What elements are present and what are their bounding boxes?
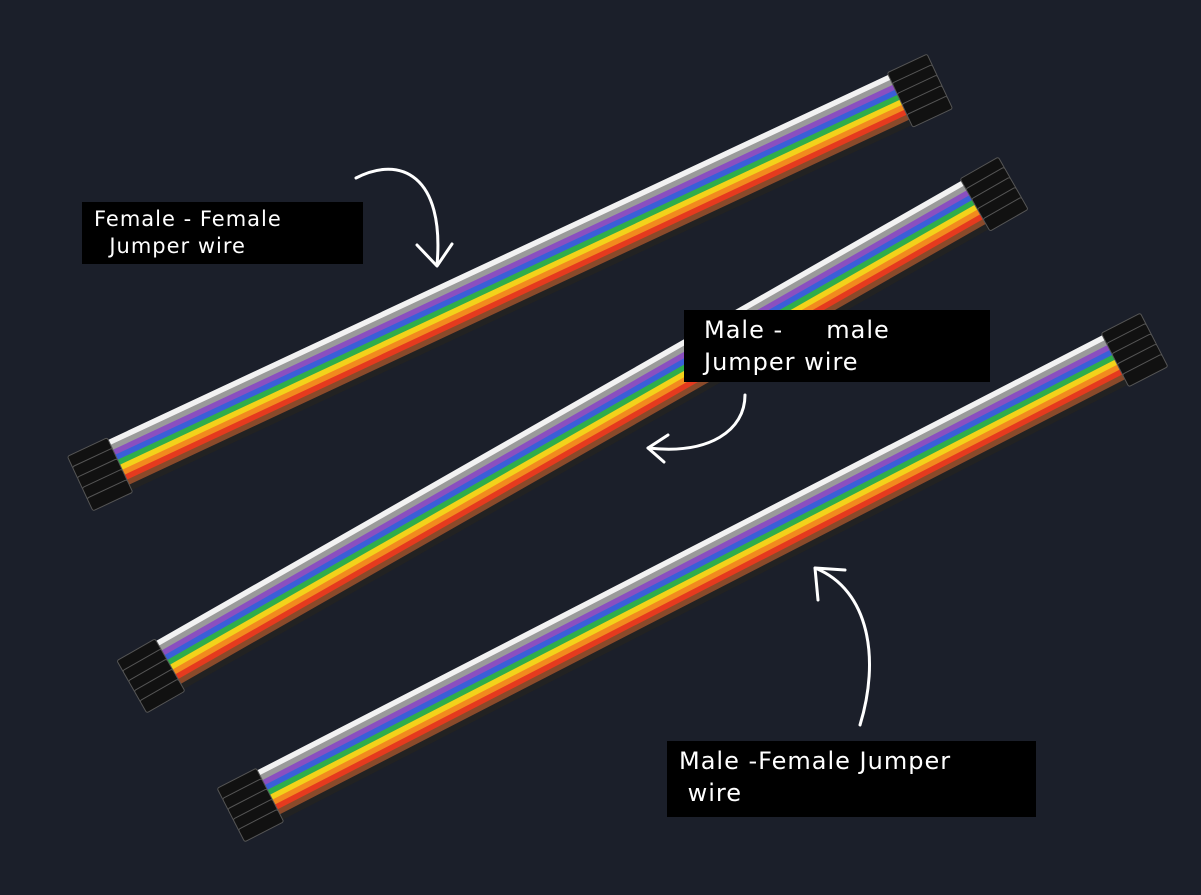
- male-male-ribbon-end-connector: [983, 197, 1028, 231]
- female-female-ribbon-wire-stripe: [118, 99, 905, 471]
- female-female-ribbon-start-connector: [87, 479, 133, 511]
- female-female-ribbon-wire-stripe: [108, 79, 895, 451]
- label-male-male-line1: Male - male: [704, 316, 890, 344]
- label-male-female: Male -Female Jumper wire: [667, 741, 1036, 817]
- male-female-ribbon-wire-stripe: [268, 359, 1120, 801]
- male-male-ribbon-wire-stripe: [168, 204, 980, 671]
- male-female-ribbon-wire-stripe: [270, 364, 1122, 806]
- female-female-ribbon-wire-stripe: [111, 84, 898, 456]
- arrow-male-male-head: [646, 433, 670, 464]
- label-female-female: Female - Female Jumper wire: [82, 202, 363, 264]
- male-female-ribbon-wire-stripe: [265, 354, 1117, 796]
- arrow-male-female-head: [813, 566, 847, 602]
- male-male-ribbon-wire-stripe: [171, 209, 983, 676]
- female-female-ribbon-wire-stripe: [125, 114, 912, 486]
- female-female-ribbon-wire-stripe: [113, 89, 900, 461]
- male-male-ribbon-wire-stripe: [157, 185, 969, 652]
- label-male-male: Male - male Jumper wire: [684, 310, 990, 382]
- male-female-ribbon-wire-stripe: [275, 374, 1127, 816]
- male-female-ribbon-wire-stripe: [263, 349, 1115, 791]
- male-male-ribbon-wire-stripe: [179, 223, 991, 690]
- female-female-ribbon-wire-stripe: [122, 109, 909, 481]
- male-male-ribbon-wire-stripe: [173, 213, 985, 680]
- male-male-ribbon-wire-stripe: [162, 194, 974, 661]
- male-male-ribbon-wire-stripe: [176, 218, 988, 685]
- male-female-ribbon-wire-stripe: [273, 369, 1125, 811]
- arrow-female-female-head: [415, 242, 454, 268]
- male-female-ribbon-start-connector: [238, 809, 284, 842]
- male-male-ribbon-wire-stripe: [154, 180, 966, 647]
- male-female-ribbon-wire-stripe: [278, 378, 1130, 821]
- male-male-ribbon-wire-stripe: [165, 199, 977, 666]
- label-female-female-line1: Female - Female: [94, 207, 282, 231]
- male-female-ribbon-wire-stripe: [258, 339, 1110, 781]
- label-female-female-line2: Jumper wire: [94, 234, 246, 258]
- female-female-ribbon-wire-stripe: [120, 104, 907, 476]
- male-female-ribbon-end-connector: [1122, 354, 1168, 387]
- male-male-ribbon-start-connector: [140, 679, 185, 713]
- female-female-ribbon-wire-stripe: [115, 94, 902, 466]
- female-female-ribbon-wire-stripe: [106, 74, 893, 446]
- label-male-male-line2: Jumper wire: [704, 348, 859, 376]
- female-female-ribbon-wire-stripe: [127, 119, 914, 491]
- male-female-ribbon-wire-stripe: [255, 334, 1107, 777]
- male-female-ribbon-wire-stripe: [260, 344, 1112, 786]
- label-male-female-line2: wire: [679, 779, 743, 807]
- arrow-male-male: [646, 393, 747, 451]
- female-female-ribbon-end-connector: [906, 96, 953, 128]
- male-male-ribbon-wire-stripe: [160, 190, 972, 657]
- label-male-female-line1: Male -Female Jumper: [679, 747, 952, 775]
- arrow-female-female: [354, 167, 440, 267]
- arrow-male-female: [813, 566, 871, 727]
